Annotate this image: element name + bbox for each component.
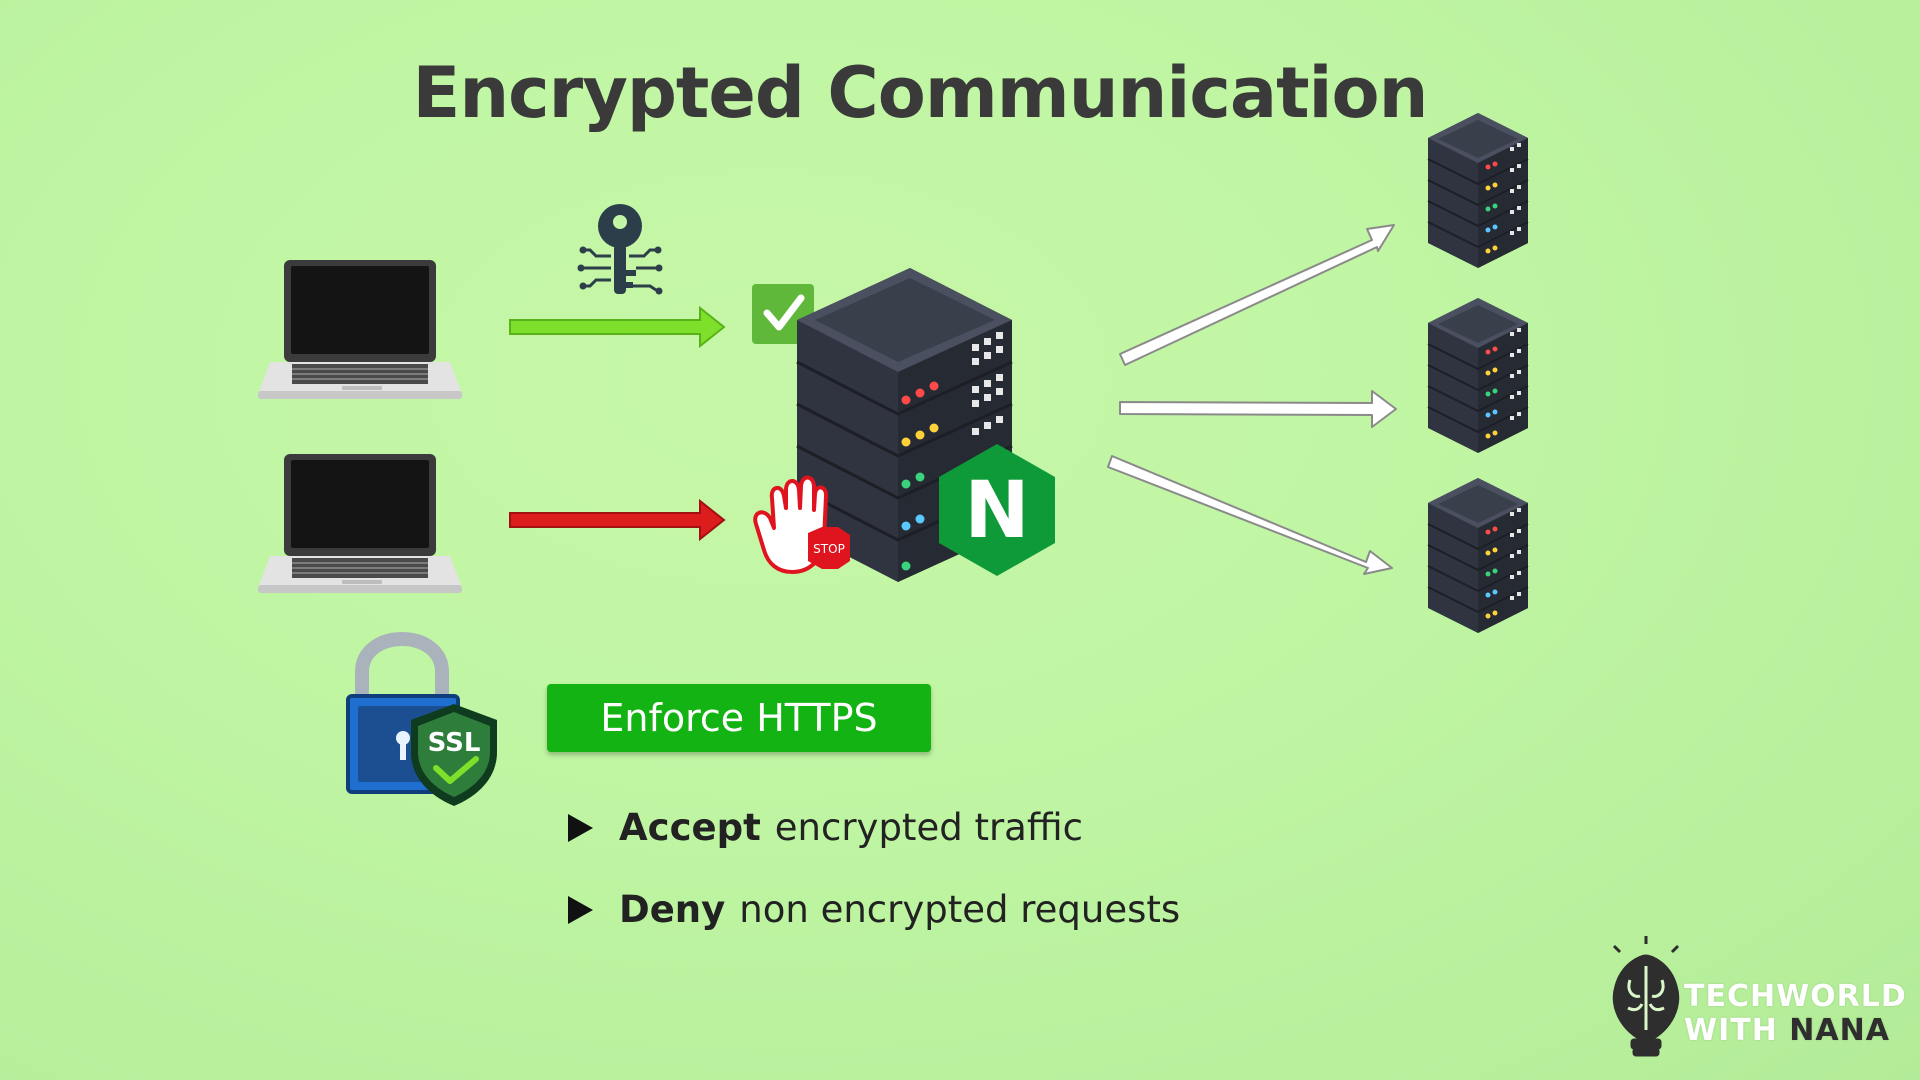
bullet-triangle-icon (568, 895, 593, 924)
bullet-accept-text: encrypted traffic (774, 806, 1083, 849)
brand-logo: TECHWORLD WITH NANA (1684, 980, 1907, 1048)
enforce-https-button[interactable]: Enforce HTTPS (547, 684, 931, 752)
route-arrow-middle (1119, 390, 1397, 428)
brand-line-2: WITH NANA (1684, 1014, 1907, 1048)
bullet-deny-bold: Deny (619, 888, 726, 931)
server-rack-icon (796, 268, 1013, 582)
denied-arrow (509, 498, 726, 542)
bullet-deny-text: non encrypted requests (739, 888, 1181, 931)
route-arrow-top (1119, 224, 1395, 366)
brand-with: WITH (1684, 1013, 1778, 1048)
bullet-triangle-icon (568, 813, 593, 842)
client-laptop-bottom (257, 453, 463, 594)
bullet-deny: Deny non encrypted requests (568, 888, 1180, 931)
bullet-accept: Accept encrypted traffic (568, 806, 1083, 849)
client-laptop-top (257, 259, 463, 400)
stop-sign-text: STOP (813, 542, 845, 556)
nginx-logo-icon: N (939, 444, 1055, 576)
nginx-letter: N (964, 466, 1029, 556)
bullet-accept-bold: Accept (619, 806, 761, 849)
digital-key-icon (577, 204, 663, 295)
backend-server-3 (1427, 477, 1529, 634)
ssl-lock-icon: SSL (346, 632, 497, 806)
brand-nana: NANA (1789, 1013, 1890, 1048)
brain-bulb-icon (1612, 936, 1680, 1057)
stop-hand-icon: STOP (753, 475, 850, 574)
backend-server-2 (1427, 297, 1529, 454)
page-title: Encrypted Communication (412, 52, 1429, 134)
route-arrow-bottom (1107, 455, 1393, 575)
ssl-badge-text: SSL (428, 728, 481, 758)
brand-line-1: TECHWORLD (1684, 979, 1907, 1014)
allowed-arrow (509, 305, 726, 349)
backend-server-1 (1427, 112, 1529, 269)
